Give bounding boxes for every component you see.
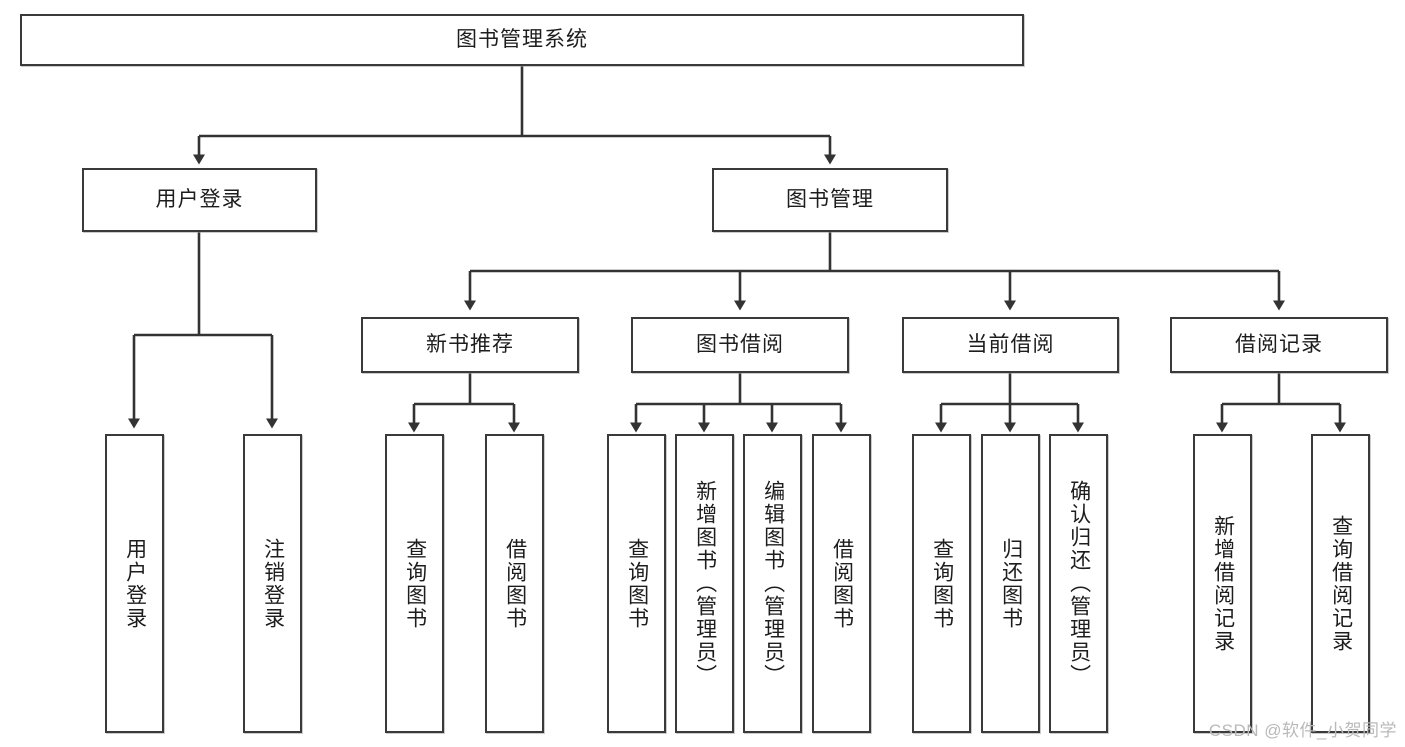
leaf-add-book-label: 新增图书（管理员） xyxy=(693,480,717,687)
leaf-query-book-2-label: 查询图书 xyxy=(625,537,649,630)
leaf-edit-book[interactable]: 编辑图书（管理员） xyxy=(743,434,802,733)
leaf-query-book-1[interactable]: 查询图书 xyxy=(385,434,444,733)
node-user-login-label: 用户登录 xyxy=(155,188,244,212)
leaf-borrow-book-2-label: 借阅图书 xyxy=(830,537,854,630)
node-current-borrow[interactable]: 当前借阅 xyxy=(902,317,1119,373)
leaf-user-login-label: 用户登录 xyxy=(123,537,147,630)
leaf-user-logout[interactable]: 注销登录 xyxy=(243,434,302,733)
leaf-confirm-return[interactable]: 确认归还（管理员） xyxy=(1049,434,1108,733)
watermark: CSDN @软件_小贺同学 xyxy=(1208,721,1397,740)
node-borrow-record-label: 借阅记录 xyxy=(1235,333,1323,357)
node-user-login[interactable]: 用户登录 xyxy=(82,168,317,232)
leaf-add-record-label: 新增借阅记录 xyxy=(1211,514,1235,653)
leaf-query-record[interactable]: 查询借阅记录 xyxy=(1311,434,1370,733)
leaf-user-login[interactable]: 用户登录 xyxy=(105,434,164,733)
node-new-book-recommend-label: 新书推荐 xyxy=(426,333,514,357)
leaf-return-book[interactable]: 归还图书 xyxy=(981,434,1040,733)
leaf-query-book-3[interactable]: 查询图书 xyxy=(912,434,971,733)
leaf-borrow-book-1[interactable]: 借阅图书 xyxy=(485,434,544,733)
leaf-borrow-book-2[interactable]: 借阅图书 xyxy=(812,434,871,733)
leaf-confirm-return-label: 确认归还（管理员） xyxy=(1067,480,1091,687)
leaf-query-book-1-label: 查询图书 xyxy=(403,537,427,630)
node-book-borrow[interactable]: 图书借阅 xyxy=(631,317,849,373)
node-new-book-recommend[interactable]: 新书推荐 xyxy=(361,317,579,373)
leaf-add-book[interactable]: 新增图书（管理员） xyxy=(675,434,734,733)
leaf-query-record-label: 查询借阅记录 xyxy=(1329,514,1353,653)
node-borrow-record[interactable]: 借阅记录 xyxy=(1170,317,1388,373)
node-current-borrow-label: 当前借阅 xyxy=(966,333,1055,357)
leaf-add-record[interactable]: 新增借阅记录 xyxy=(1193,434,1252,733)
node-book-manage-label: 图书管理 xyxy=(786,188,874,212)
node-book-borrow-label: 图书借阅 xyxy=(696,333,784,357)
leaf-query-book-3-label: 查询图书 xyxy=(930,537,954,630)
node-root[interactable]: 图书管理系统 xyxy=(20,14,1024,66)
leaf-return-book-label: 归还图书 xyxy=(999,537,1023,630)
node-book-manage[interactable]: 图书管理 xyxy=(712,168,948,232)
leaf-query-book-2[interactable]: 查询图书 xyxy=(607,434,666,733)
node-root-label: 图书管理系统 xyxy=(456,28,588,52)
leaf-borrow-book-1-label: 借阅图书 xyxy=(503,537,527,630)
leaf-edit-book-label: 编辑图书（管理员） xyxy=(761,480,785,687)
leaf-user-logout-label: 注销登录 xyxy=(261,537,285,630)
